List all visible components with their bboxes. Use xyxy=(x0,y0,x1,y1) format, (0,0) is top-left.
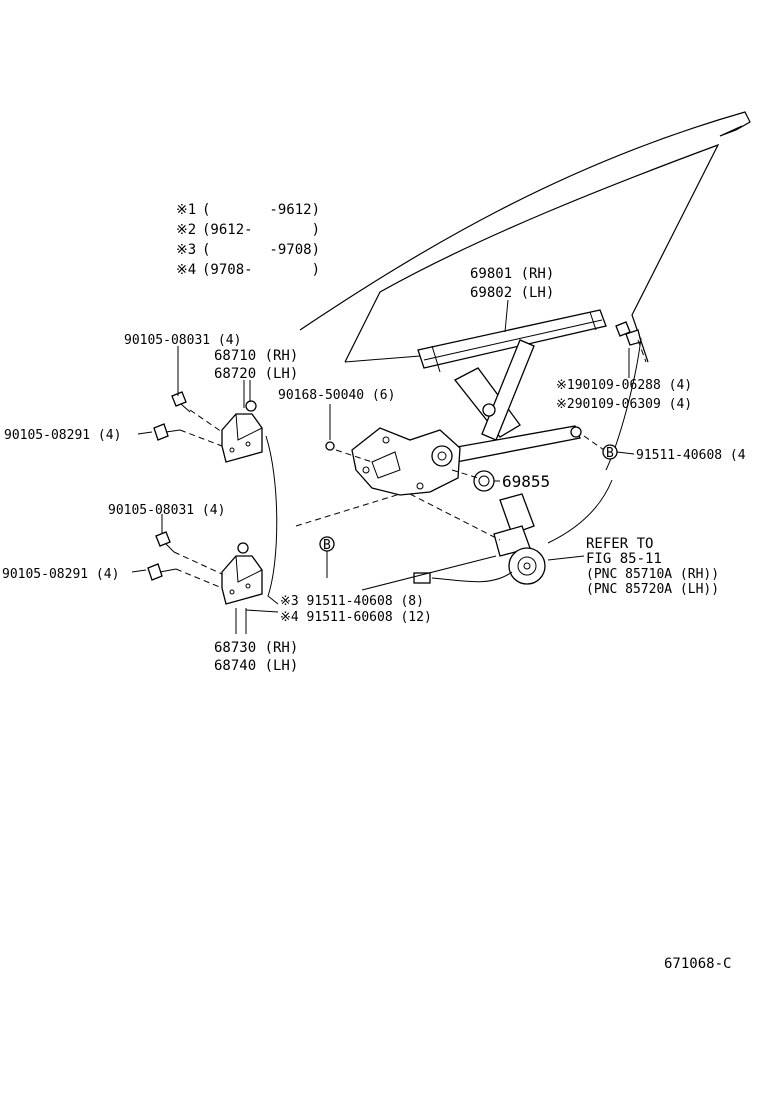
label-refer-1: REFER TO xyxy=(586,536,653,552)
regulator-motor xyxy=(413,493,546,585)
label-bolt-lower-top: 90105-08031 (4) xyxy=(108,503,225,518)
door-glass xyxy=(299,111,751,544)
nut-symbol-b: B xyxy=(606,446,614,461)
bolt-icons xyxy=(147,321,642,581)
label-screw-regulator: 90168-50040 (6) xyxy=(278,388,395,403)
label-bolt-lower-side: 90105-08291 (4) xyxy=(2,567,119,582)
label-hinge-lower-rh: 68730 (RH) xyxy=(214,640,298,656)
note-range: (9708- ) xyxy=(202,262,320,278)
label-refer-4: (PNC 85720A (LH)) xyxy=(586,582,719,597)
note-range: ( -9708) xyxy=(202,242,320,258)
part-labels: 69801 (RH) 69802 (LH) 90105-08031 (4) 68… xyxy=(2,266,746,972)
label-regulator-lh: 69802 (LH) xyxy=(470,285,554,301)
leader-lines xyxy=(131,299,635,634)
notes-block: ※1 ( -9612) ※2 (9612- ) ※3 ( -9708) ※4 (… xyxy=(176,202,320,278)
upper-hinge xyxy=(221,400,263,463)
note-mark: ※2 xyxy=(176,222,196,238)
diagram-code: 671068-C xyxy=(664,956,731,972)
label-hinge-upper-rh: 68710 (RH) xyxy=(214,348,298,364)
label-refer-2: FIG 85-11 xyxy=(586,551,662,567)
nut-symbols: B B xyxy=(319,444,618,553)
label-nut-lower-4: ※4 91511-60608 (12) xyxy=(280,610,432,625)
nut-symbol-b: B xyxy=(323,538,331,553)
label-regulator-rh: 69801 (RH) xyxy=(470,266,554,282)
label-glass-bolt-1: ※190109-06288 (4) xyxy=(556,378,692,393)
label-bolt-upper-top: 90105-08031 (4) xyxy=(124,333,241,348)
note-range: ( -9612) xyxy=(202,202,320,218)
label-hinge-upper-lh: 68720 (LH) xyxy=(214,366,298,382)
note-range: (9612- ) xyxy=(202,222,320,238)
label-hinge-lower-lh: 68740 (LH) xyxy=(214,658,298,674)
label-nut-right: 91511-40608 (4 xyxy=(636,448,746,463)
note-mark: ※4 xyxy=(176,262,196,278)
window-regulator xyxy=(351,309,607,496)
label-bolt-upper-side: 90105-08291 (4) xyxy=(4,428,121,443)
note-mark: ※1 xyxy=(176,202,196,218)
note-mark: ※3 xyxy=(176,242,196,258)
label-glass-bolt-2: ※290109-06309 (4) xyxy=(556,397,692,412)
label-refer-3: (PNC 85710A (RH)) xyxy=(586,567,719,582)
label-nut-lower-3: ※3 91511-40608 (8) xyxy=(280,594,424,609)
lower-hinge xyxy=(221,542,263,605)
assembly-lines xyxy=(173,339,647,589)
nut-69855-icon xyxy=(473,470,495,492)
label-nut-69855: 69855 xyxy=(502,472,550,491)
